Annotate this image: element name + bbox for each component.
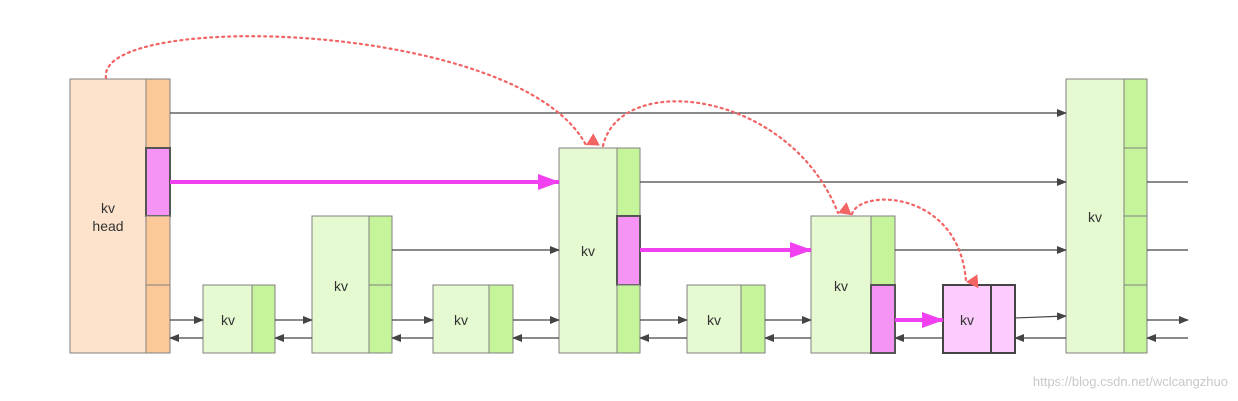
node-a-label: kv: [221, 312, 235, 328]
target-node: kv: [942, 284, 1016, 354]
head-level-4: [145, 78, 171, 149]
head-label-kv: kv: [101, 200, 115, 216]
node-e: kv: [686, 284, 766, 354]
node-b: kv: [311, 215, 393, 354]
search-path-head-to-d: [104, 35, 600, 147]
head-level-3: [145, 147, 171, 217]
node-a: kv: [202, 284, 276, 354]
node-d: kv: [558, 147, 641, 354]
head-node: kv head: [69, 78, 171, 354]
head-level-1: [145, 284, 171, 354]
node-b-label: kv: [334, 278, 348, 294]
link-fwd-target-h: [1014, 312, 1067, 321]
target-node-label: kv: [960, 312, 974, 328]
node-c-label: kv: [454, 312, 468, 328]
head-level-2: [145, 215, 171, 286]
node-h: kv: [1065, 78, 1148, 354]
node-c: kv: [432, 284, 514, 354]
watermark: https://blog.csdn.net/wclcangzhuo: [1033, 374, 1228, 389]
head-label-head: head: [92, 218, 123, 234]
node-e-label: kv: [707, 312, 721, 328]
node-f: kv: [810, 215, 896, 354]
node-d-label: kv: [581, 243, 595, 259]
node-f-label: kv: [834, 278, 848, 294]
node-h-label: kv: [1088, 209, 1102, 225]
search-path-d-to-f: [601, 100, 852, 216]
